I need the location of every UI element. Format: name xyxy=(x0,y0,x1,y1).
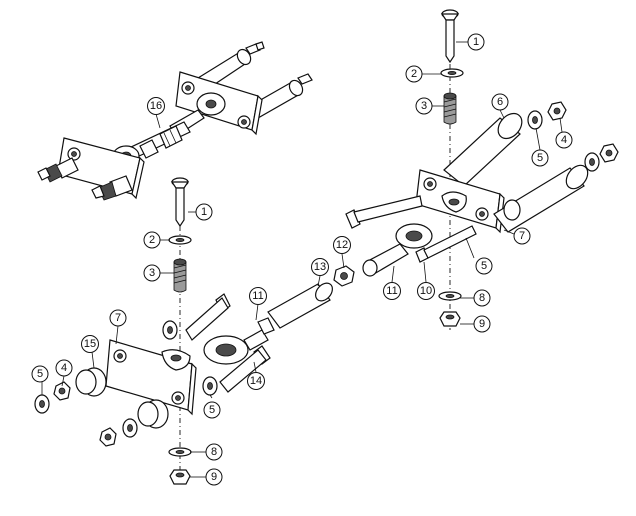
svg-text:16: 16 xyxy=(150,100,162,112)
left-bolt-14 xyxy=(219,345,271,393)
callout-5-top-right: 5 xyxy=(531,149,549,167)
callout-7-left: 7 xyxy=(109,309,127,327)
callout-5-right: 5 xyxy=(475,257,493,275)
left-tube-13 xyxy=(267,282,333,329)
assembled-bushing-left-2 xyxy=(91,175,133,201)
left-washer-2 xyxy=(168,235,192,245)
left-washer-lower xyxy=(122,418,138,438)
left-threaded-spacer-3 xyxy=(173,258,187,293)
callout-15: 15 xyxy=(81,335,99,353)
right-washer-far xyxy=(584,152,600,172)
callout-2-top-right: 2 xyxy=(405,65,423,83)
left-washer-5 xyxy=(34,394,50,414)
svg-text:8: 8 xyxy=(479,292,485,304)
svg-text:2: 2 xyxy=(411,68,417,80)
svg-text:14: 14 xyxy=(250,375,262,387)
right-threaded-spacer-3 xyxy=(443,92,457,125)
left-bushing-15 xyxy=(75,367,107,397)
assembled-bushing-left-1 xyxy=(37,157,79,183)
svg-text:7: 7 xyxy=(115,312,121,324)
right-nut-9 xyxy=(439,311,461,327)
svg-text:11: 11 xyxy=(252,290,263,302)
svg-text:2: 2 xyxy=(149,234,155,246)
callout-11-left: 11 xyxy=(249,287,267,305)
callout-leaders xyxy=(41,41,563,478)
svg-text:11: 11 xyxy=(386,285,397,297)
svg-text:6: 6 xyxy=(497,96,503,108)
svg-text:1: 1 xyxy=(201,206,207,218)
callout-11-right: 11 xyxy=(383,282,401,300)
exploded-right-assembly xyxy=(333,9,619,330)
svg-text:4: 4 xyxy=(61,362,67,374)
assembled-bushing-upper xyxy=(197,41,265,91)
left-bracket-7 xyxy=(105,339,197,416)
assembled-view xyxy=(37,41,313,201)
svg-text:5: 5 xyxy=(537,152,543,164)
right-bracket-7 xyxy=(415,169,505,234)
svg-text:5: 5 xyxy=(37,368,43,380)
callout-5-left: 5 xyxy=(31,365,49,383)
callout-5-left-side: 5 xyxy=(203,401,221,419)
callout-4-top-right: 4 xyxy=(555,131,573,149)
left-washer-upper xyxy=(162,320,178,340)
callout-7-right: 7 xyxy=(513,227,531,245)
callout-2-left: 2 xyxy=(143,231,161,249)
left-nut-4 xyxy=(53,381,71,401)
svg-text:5: 5 xyxy=(481,260,487,272)
callout-1-top-right: 1 xyxy=(467,33,485,51)
exploded-left-assembly xyxy=(34,177,333,485)
callout-8-right: 8 xyxy=(473,289,491,307)
left-nut-lower xyxy=(99,427,117,447)
svg-text:10: 10 xyxy=(420,285,432,297)
left-nut-9 xyxy=(169,469,191,485)
callout-3-left: 3 xyxy=(143,264,161,282)
right-bolt-10 xyxy=(415,225,477,263)
right-nut-far xyxy=(599,143,619,163)
callout-8-left: 8 xyxy=(205,443,223,461)
right-bolt-1 xyxy=(440,9,460,64)
svg-text:4: 4 xyxy=(561,134,567,146)
svg-text:8: 8 xyxy=(211,446,217,458)
callout-1-left: 1 xyxy=(195,203,213,221)
svg-text:9: 9 xyxy=(479,318,485,330)
svg-text:15: 15 xyxy=(84,338,96,350)
svg-text:1: 1 xyxy=(473,36,479,48)
callout-4-left: 4 xyxy=(55,359,73,377)
right-bolt-horizontal xyxy=(345,195,423,229)
right-nut-4-upper xyxy=(547,101,567,121)
right-nut-12 xyxy=(333,265,355,287)
svg-text:13: 13 xyxy=(314,261,326,273)
right-rod-end-11 xyxy=(362,223,433,277)
callout-9-left: 9 xyxy=(205,468,223,486)
svg-text:5: 5 xyxy=(209,404,215,416)
left-rod-end-11 xyxy=(203,317,275,365)
svg-text:3: 3 xyxy=(149,267,155,279)
svg-text:7: 7 xyxy=(519,230,525,242)
svg-text:3: 3 xyxy=(421,100,427,112)
svg-text:9: 9 xyxy=(211,471,217,483)
left-bushing-lower xyxy=(137,399,169,429)
right-bushing-6 xyxy=(443,112,523,187)
left-washer-5-side xyxy=(202,376,218,396)
callout-6: 6 xyxy=(491,93,509,111)
callouts: 1 2 3 6 4 5 16 1 2 3 7 12 13 5 11 10 8 9… xyxy=(31,33,573,486)
left-bolt-upper xyxy=(185,293,231,341)
callout-10: 10 xyxy=(417,282,435,300)
callout-12: 12 xyxy=(333,236,351,254)
callout-16: 16 xyxy=(147,97,165,115)
right-bushing-long xyxy=(493,164,589,233)
left-washer-8 xyxy=(168,447,192,457)
callout-14: 14 xyxy=(247,372,265,390)
right-washer-8 xyxy=(438,291,462,301)
right-washer-2 xyxy=(440,68,464,78)
svg-text:12: 12 xyxy=(336,239,348,251)
callout-13: 13 xyxy=(311,258,329,276)
right-washer-5-upper xyxy=(527,110,543,130)
callout-9-right: 9 xyxy=(473,315,491,333)
callout-3-top-right: 3 xyxy=(415,97,433,115)
left-bolt-1 xyxy=(170,177,190,228)
